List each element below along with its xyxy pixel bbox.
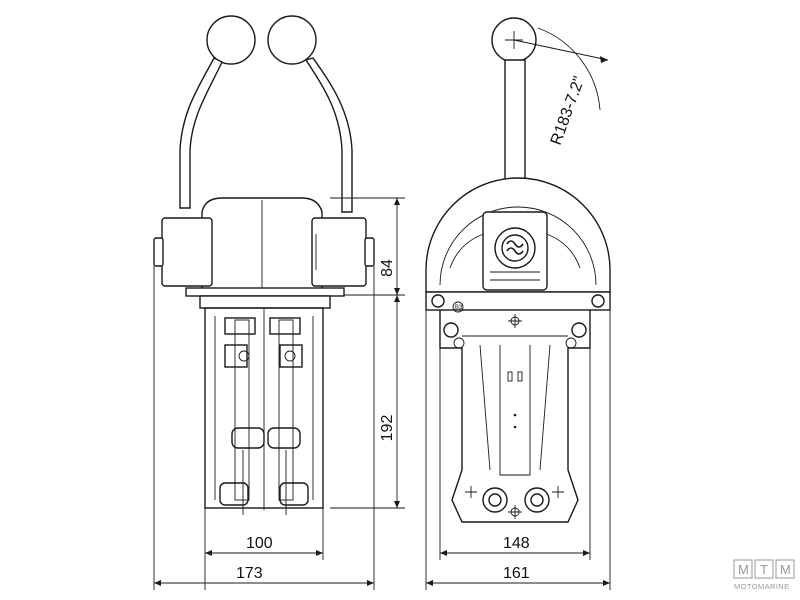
dim-label-84: 84 <box>379 259 396 277</box>
front-clamp-right <box>269 317 301 335</box>
side-base-plate <box>425 291 611 311</box>
dim-label-100: 100 <box>246 535 273 552</box>
front-mechanism <box>199 295 331 515</box>
front-left-lever-arm <box>179 57 223 209</box>
dim-label-173: 173 <box>236 565 263 582</box>
side-view: B3 <box>425 17 611 523</box>
front-base-plate <box>185 287 345 297</box>
dim-label-161: 161 <box>503 565 530 582</box>
dim-label-radius: R183-7.2" <box>548 74 588 147</box>
front-left-lever <box>179 15 256 209</box>
logo-letter-2: T <box>760 562 768 577</box>
logo-letter-1: M <box>738 562 749 577</box>
logo-letter-3: M <box>780 562 791 577</box>
front-left-hub <box>161 217 213 287</box>
logo-subtitle: MOTOMARINE <box>734 582 790 591</box>
radius-leader-line <box>513 39 609 61</box>
side-hub-ring <box>494 227 536 269</box>
front-right-lever-arm <box>304 57 353 213</box>
part-marker-label: B3 <box>455 305 463 311</box>
part-marker-circle <box>452 301 464 313</box>
front-right-hub <box>311 217 367 287</box>
front-right-lever <box>267 15 353 213</box>
front-view <box>153 15 375 515</box>
front-gear-left <box>231 427 265 449</box>
dim-label-192: 192 <box>379 415 396 442</box>
front-mount-plate <box>199 295 331 309</box>
side-roller-left <box>482 487 508 513</box>
motomarine-logo: M T M MOTOMARINE <box>733 559 795 591</box>
dim-label-148: 148 <box>503 535 530 552</box>
front-roller-left <box>219 482 249 506</box>
front-clamp-left <box>224 317 256 335</box>
front-roller-right <box>279 482 309 506</box>
front-housing <box>153 197 375 297</box>
brand-logo-icon <box>506 240 524 255</box>
front-right-knob <box>267 15 317 65</box>
side-roller-right <box>524 487 550 513</box>
front-right-cap <box>364 237 375 267</box>
radius-arc <box>537 27 601 111</box>
front-left-knob <box>206 15 256 65</box>
front-gear-right <box>267 427 301 449</box>
front-left-cap <box>153 237 164 267</box>
side-mechanism-rails <box>479 344 551 471</box>
front-link-left <box>234 319 250 501</box>
front-dimensions: 84 192 100 173 <box>153 197 405 590</box>
